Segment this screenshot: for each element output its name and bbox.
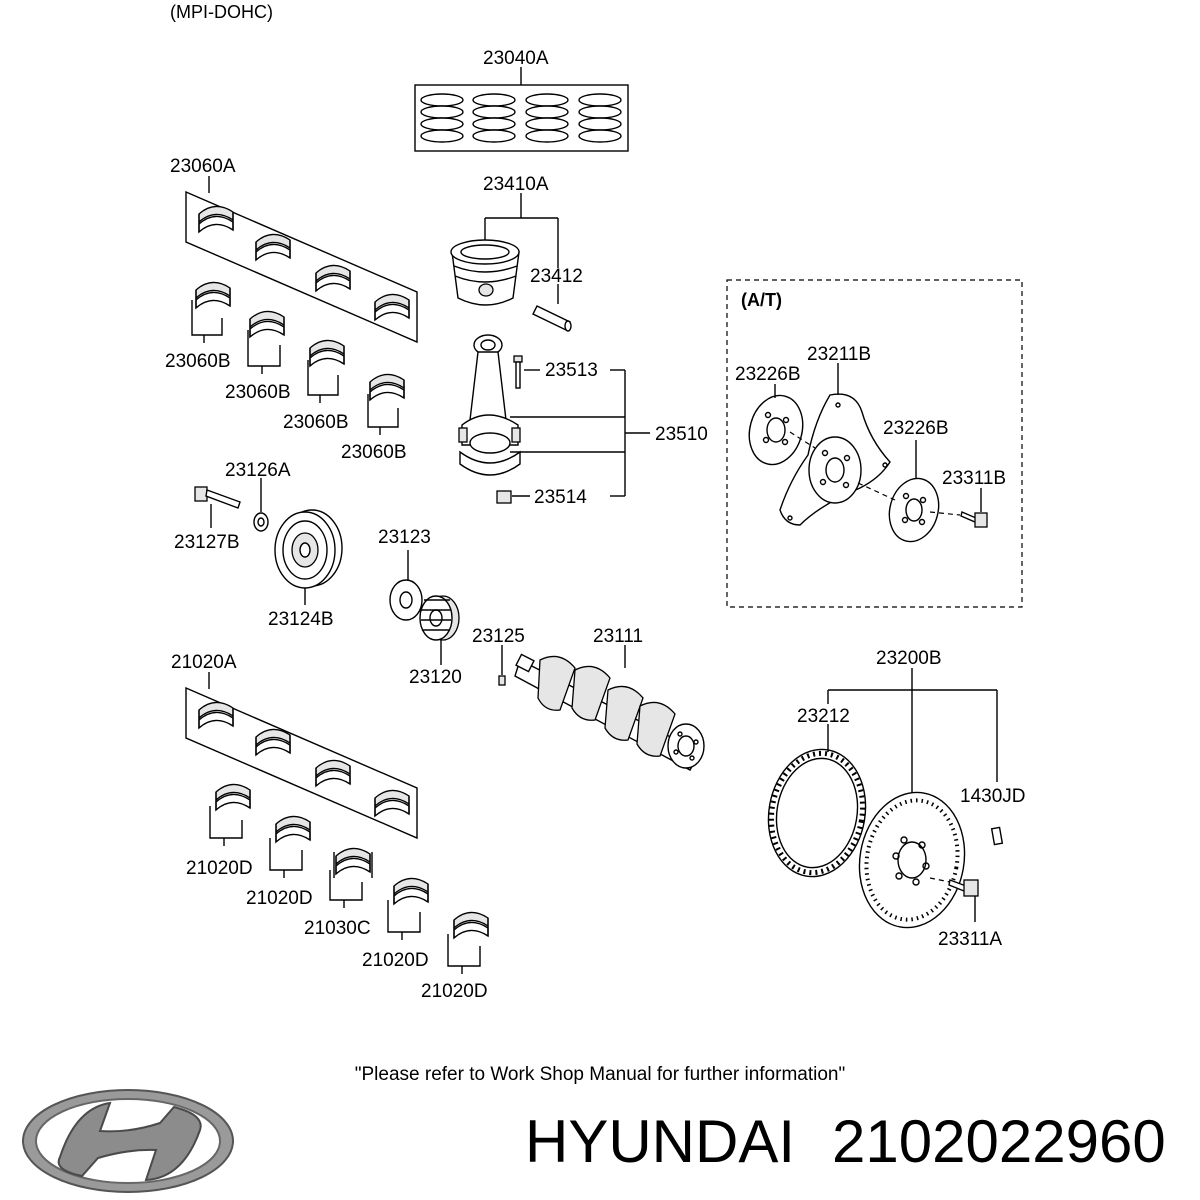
part-label[interactable]: 23513	[545, 360, 598, 381]
hyundai-logo	[22, 1089, 234, 1193]
part-label[interactable]: 23060A	[170, 156, 236, 177]
piston-pin	[532, 305, 572, 332]
part-label[interactable]: 23040A	[483, 48, 549, 69]
thrust-bearing	[333, 847, 373, 878]
at-section-box	[726, 279, 1023, 608]
pulley-washer	[253, 512, 269, 532]
part-label[interactable]: 23060B	[341, 442, 407, 463]
manual-note: "Please refer to Work Shop Manual for fu…	[355, 1064, 845, 1085]
rod-nut	[496, 490, 512, 504]
part-label[interactable]: 23212	[797, 706, 850, 727]
lower-bearing	[369, 373, 405, 401]
main-bearing-lower	[393, 877, 429, 905]
part-label[interactable]: 21020D	[186, 858, 253, 879]
drive-plate-spacer	[748, 394, 804, 466]
crankshaft-pulley	[274, 509, 343, 589]
part-label[interactable]: 23120	[409, 667, 462, 688]
part-label[interactable]: 23514	[534, 487, 587, 508]
pulley-bolt	[194, 486, 241, 509]
part-label[interactable]: 23123	[378, 527, 431, 548]
part-label[interactable]: 23127B	[174, 532, 240, 553]
part-label[interactable]: 23226B	[883, 418, 949, 439]
part-label[interactable]: 23060B	[283, 412, 349, 433]
piston-ring-set	[414, 84, 629, 152]
drive-plate	[779, 393, 891, 526]
flywheel	[858, 791, 966, 929]
rod-bolt	[513, 355, 523, 389]
lower-bearing	[195, 281, 231, 309]
lower-bearing	[249, 310, 285, 338]
part-label[interactable]: 23510	[655, 424, 708, 445]
main-bearing-lower	[275, 815, 311, 843]
main-bearing-lower	[215, 783, 251, 811]
part-number: 2102022960	[832, 1108, 1166, 1175]
part-label[interactable]: 23125	[472, 626, 525, 647]
crank-washer	[389, 579, 423, 621]
part-label[interactable]: 21020A	[171, 652, 237, 673]
part-label[interactable]: 21020D	[246, 888, 313, 909]
drive-plate-bolt	[960, 511, 988, 528]
crank-sprocket	[419, 595, 460, 641]
part-label[interactable]: 23412	[530, 266, 583, 287]
part-label[interactable]: 23124B	[268, 609, 334, 630]
part-label[interactable]: 23311A	[938, 929, 1002, 950]
part-label[interactable]: 23111	[593, 626, 643, 647]
dowel-pin	[990, 826, 1004, 846]
connecting-rod	[458, 334, 521, 476]
upper-bearing-set	[185, 190, 418, 344]
ring-gear	[767, 748, 867, 878]
lower-bearing	[309, 339, 345, 367]
crank-key	[498, 675, 506, 686]
main-bearing-lower	[453, 911, 489, 939]
main-bearing-upper-set	[185, 686, 418, 840]
part-label[interactable]: 21020D	[421, 981, 488, 1002]
part-label[interactable]: 23060B	[165, 351, 231, 372]
part-label[interactable]: 21030C	[304, 918, 371, 939]
part-label[interactable]: 23226B	[735, 364, 801, 385]
flywheel-bolt	[948, 879, 979, 897]
part-label[interactable]: 21020D	[362, 950, 429, 971]
piston	[450, 239, 520, 306]
part-label[interactable]: 23410A	[483, 174, 549, 195]
part-label[interactable]: 23200B	[876, 648, 942, 669]
crankshaft	[514, 653, 705, 771]
part-label[interactable]: 1430JD	[960, 786, 1026, 807]
variant-label: (MPI-DOHC)	[170, 2, 273, 22]
part-label[interactable]: 23211B	[807, 344, 871, 365]
part-label[interactable]: 23060B	[225, 382, 291, 403]
drive-plate-spacer	[888, 477, 940, 543]
part-label[interactable]: 23311B	[942, 468, 1006, 489]
brand-name: HYUNDAI	[525, 1108, 795, 1175]
part-label[interactable]: 23126A	[225, 460, 291, 481]
at-section-label: (A/T)	[741, 290, 782, 310]
